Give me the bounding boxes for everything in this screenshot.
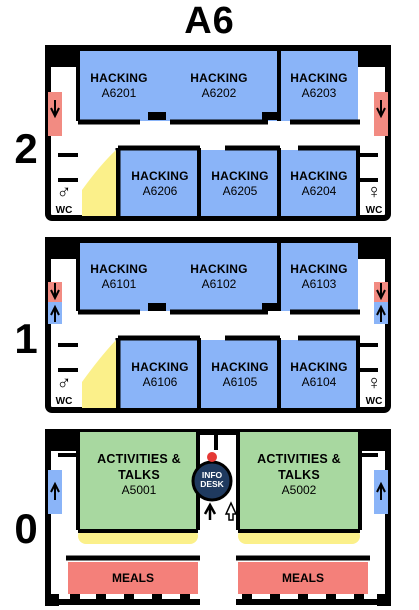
- arrow-up-icon: [203, 502, 217, 520]
- female-icon: ♀: [366, 181, 382, 203]
- wc-label: WC: [55, 205, 73, 216]
- room-A6201-A6202: [80, 51, 278, 121]
- room-A6103: [280, 243, 358, 311]
- room-A6204-A6206: [120, 150, 358, 216]
- floor-label-1: 1: [14, 315, 38, 362]
- room-A6203: [280, 51, 358, 121]
- female-icon: ♀: [366, 372, 382, 394]
- floor-0-plan: [45, 429, 391, 606]
- corridor-highlight: [82, 150, 116, 216]
- meals-area-right: [238, 562, 368, 594]
- info-icon: [207, 452, 217, 462]
- male-icon: ♂: [56, 181, 72, 203]
- room-A5002: [240, 432, 358, 530]
- meals-label: MEALS: [282, 571, 324, 585]
- room-A5001: [80, 432, 196, 530]
- wc-label: WC: [365, 396, 383, 407]
- corridor-highlight: [82, 340, 116, 408]
- meals-label: MEALS: [112, 571, 154, 585]
- floor-label-2: 2: [14, 125, 38, 172]
- floor-2-plan: [45, 45, 391, 221]
- info-desk-label: INFO DESK: [200, 470, 224, 489]
- room-A6104-A6106: [120, 340, 358, 408]
- floor-label-0: 0: [14, 505, 38, 552]
- arrow-up-icon: [224, 501, 238, 521]
- room-A6101-A6102: [80, 243, 278, 311]
- floor-1-plan: [45, 237, 391, 413]
- male-icon: ♂: [56, 372, 72, 394]
- wc-label: WC: [365, 205, 383, 216]
- building-title: A6: [184, 0, 235, 42]
- wc-label: WC: [55, 396, 73, 407]
- meals-area-left: [68, 562, 198, 594]
